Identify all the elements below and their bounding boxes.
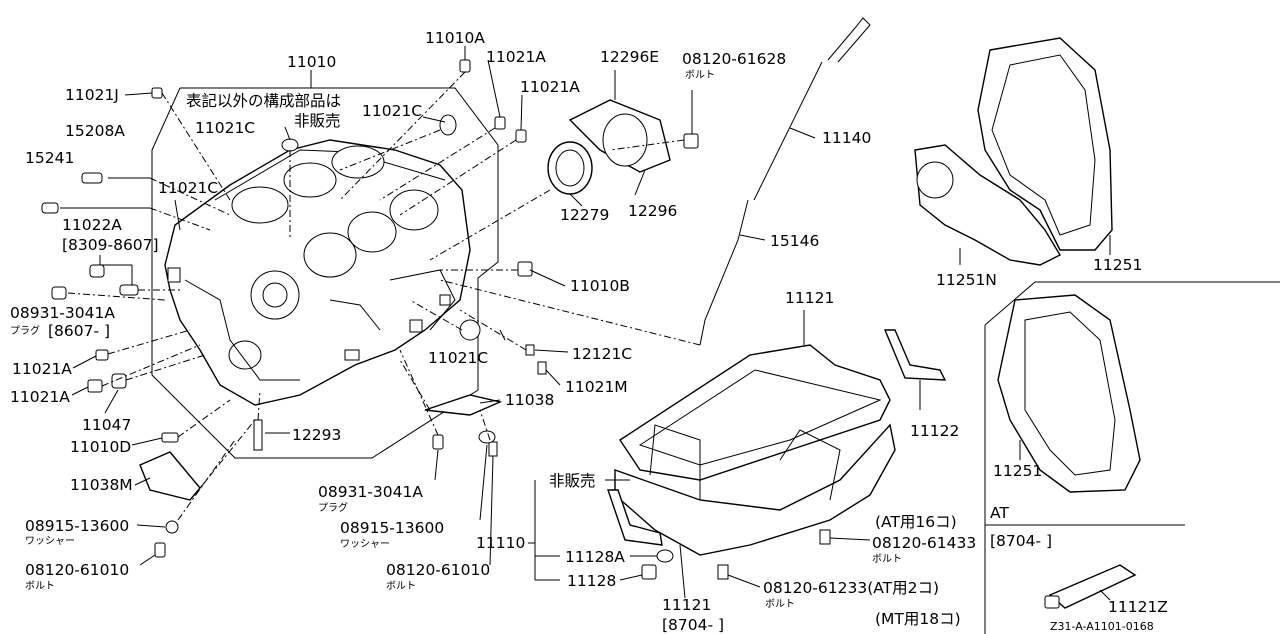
cylinder-block (164, 139, 471, 406)
label-11128: 11128 (567, 572, 616, 590)
label-11122: 11122 (910, 422, 959, 440)
label-11128a: 11128A (565, 548, 625, 566)
label-11021j: 11021J (65, 86, 119, 104)
label-11021c-1: 11021C (195, 119, 255, 137)
label-bolt-4: ボルト (386, 580, 416, 592)
label-08120-61233: 08120-61233(AT用2コ) (763, 579, 939, 597)
label-11110: 11110 (476, 534, 525, 552)
label-plug-2: プラグ (318, 501, 348, 514)
dipstick (699, 17, 871, 346)
label-11251n: 11251N (936, 271, 997, 289)
label-15146: 15146 (770, 232, 819, 250)
label-08915-13600-2: 08915-13600 (340, 519, 444, 537)
labels: 11010 11010A 11021A 11021A 12296E 08120-… (10, 29, 1168, 634)
label-11021c-2: 11021C (362, 102, 422, 120)
label-11021a-2: 11021A (520, 78, 580, 96)
label-08120-61433: 08120-61433 (872, 534, 976, 552)
drain-plug-washer (656, 549, 674, 563)
label-11251-1: 11251 (1093, 256, 1142, 274)
label-11140: 11140 (822, 129, 871, 147)
label-11038: 11038 (505, 391, 554, 409)
label-08931-3041a-2: 08931-3041A (318, 483, 423, 501)
label-11121-top: 11121 (785, 289, 834, 307)
oil-pan (614, 344, 896, 556)
label-12296: 12296 (628, 202, 677, 220)
label-11021m: 11021M (565, 378, 628, 396)
label-15208a: 15208A (65, 122, 125, 140)
label-12279: 12279 (560, 206, 609, 224)
at-divider (984, 281, 1280, 326)
label-08120-61628: 08120-61628 (682, 50, 786, 68)
label-08931-3041a-1: 08931-3041A (10, 304, 115, 322)
bracket-11038 (424, 394, 503, 416)
drain-plug (641, 564, 657, 580)
oil-seal-12279 (547, 141, 593, 195)
label-note-not-sold-2: 非販売 (294, 112, 341, 130)
label-11021a-1: 11021A (486, 48, 546, 66)
label-15241: 15241 (25, 149, 74, 167)
label-11010a: 11010A (425, 29, 485, 47)
label-not-sold: 非販売 (549, 472, 596, 490)
label-12296e: 12296E (600, 48, 659, 66)
label-range-8704-2: [8704- ] (662, 616, 724, 634)
label-mt18: (MT用18コ) (875, 610, 961, 628)
label-note-not-sold-1: 表記以外の構成部品は (186, 92, 341, 110)
label-diagram-code: Z31-A-A1101-0168 (1050, 620, 1154, 633)
label-at16: (AT用16コ) (875, 513, 957, 531)
seal-retainer-12296 (568, 99, 671, 173)
leader-lines (60, 46, 1111, 601)
label-08915-13600-1: 08915-13600 (25, 517, 129, 535)
label-bolt-1: ボルト (685, 69, 715, 81)
label-range-8309-8607: [8309-8607] (62, 236, 159, 254)
label-08120-61010-1: 08120-61010 (25, 561, 129, 579)
label-12121c: 12121C (572, 345, 632, 363)
seal-11128 (607, 489, 663, 546)
label-08120-61010-2: 08120-61010 (386, 561, 490, 579)
label-11038m: 11038M (70, 476, 133, 494)
pan-bolt-2 (717, 564, 729, 580)
label-11021a-4: 11021A (10, 388, 70, 406)
label-11121z: 11121Z (1108, 598, 1168, 616)
sealant-tube (1044, 564, 1137, 609)
plugs (41, 59, 699, 558)
label-11010: 11010 (287, 53, 336, 71)
label-plug-1: プラグ (10, 324, 40, 337)
label-11021c-3: 11021C (158, 179, 218, 197)
label-bolt-2: ボルト (872, 553, 902, 565)
plate-11251-lower (997, 294, 1141, 493)
label-washer-1: ワッシャー (25, 536, 75, 547)
label-11021c-4: 11021C (428, 349, 488, 367)
label-range-8704-1: [8704- ] (990, 532, 1052, 550)
label-11047: 11047 (82, 416, 131, 434)
label-11022a: 11022A (62, 216, 122, 234)
label-at: AT (990, 504, 1009, 522)
pan-bolt (819, 529, 831, 545)
seal-11122 (883, 329, 947, 381)
label-bolt-5: ボルト (765, 598, 795, 610)
label-11021a-3: 11021A (12, 360, 72, 378)
label-range-8607: [8607- ] (48, 322, 110, 340)
label-washer-2: ワッシャー (340, 539, 390, 550)
label-11121-bottom: 11121 (662, 596, 711, 614)
label-12293: 12293 (292, 426, 341, 444)
bracket-11038m (139, 451, 201, 501)
label-11251-2: 11251 (993, 462, 1042, 480)
label-bolt-3: ボルト (25, 580, 55, 592)
label-11010b: 11010B (570, 277, 630, 295)
block-boundary (151, 87, 499, 459)
label-11010d: 11010D (70, 438, 131, 456)
plate-11251-upper (977, 37, 1113, 251)
